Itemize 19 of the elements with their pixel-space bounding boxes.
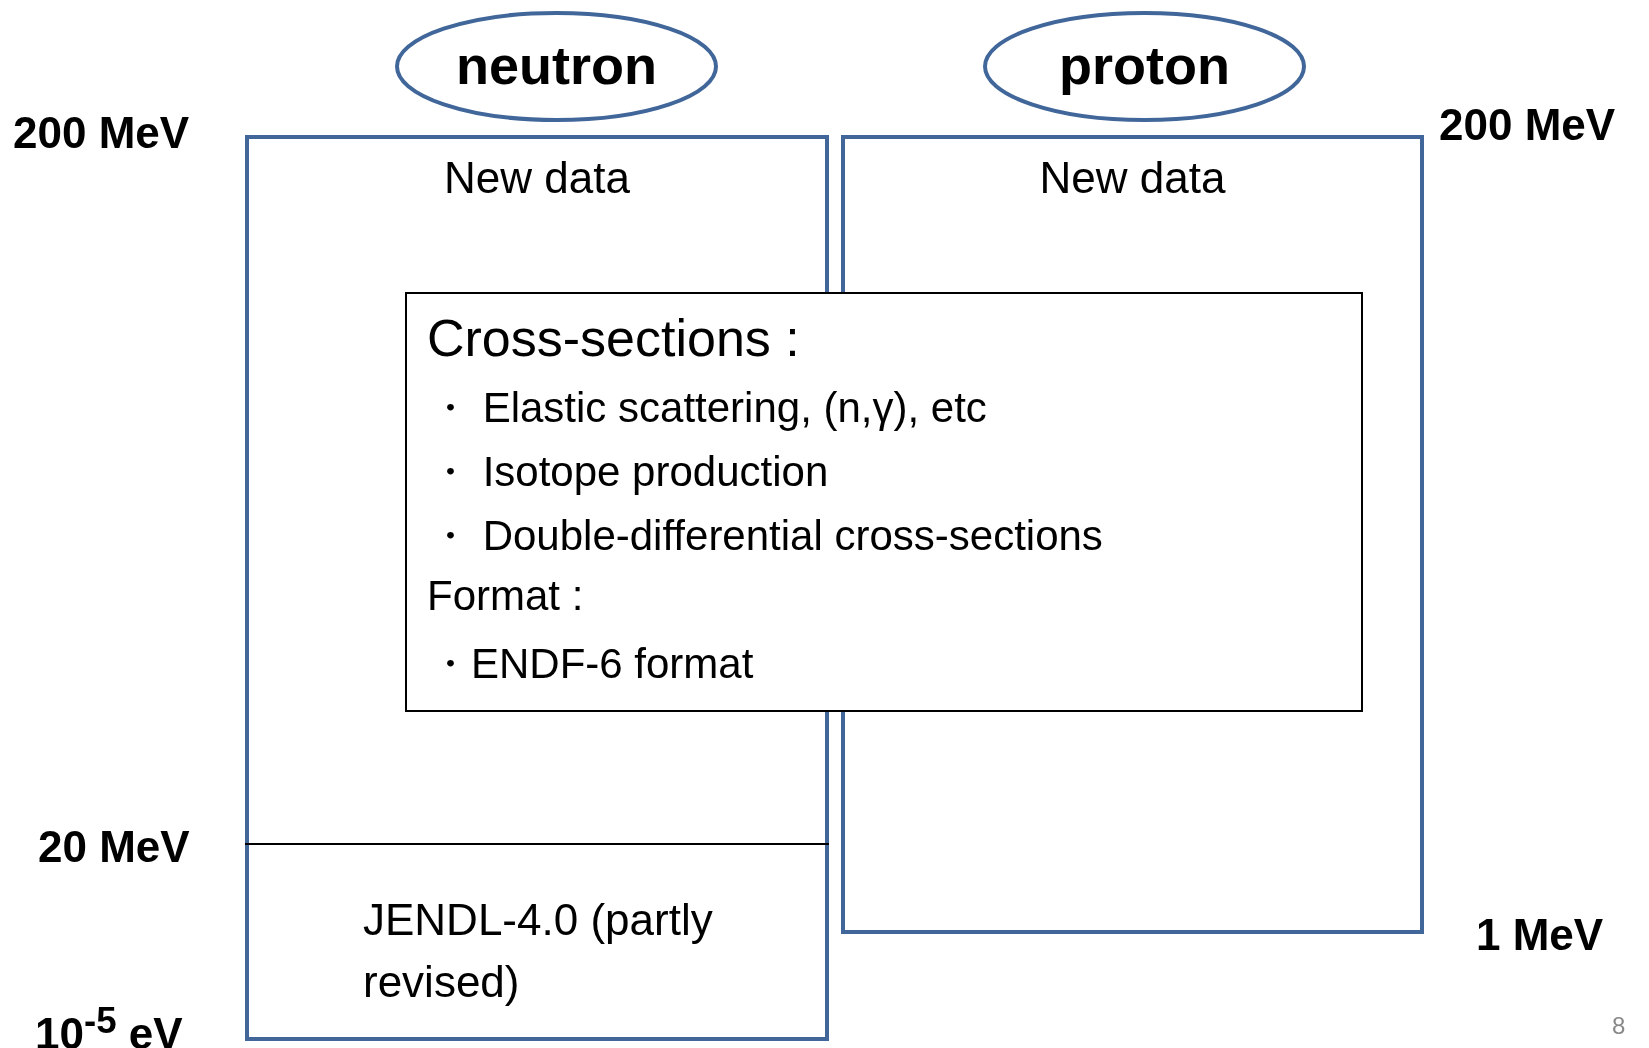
particle-label: proton (1058, 33, 1231, 96)
box-subheading: Format : (427, 572, 584, 620)
list-item: ・ Double-differential cross-sections (429, 511, 1103, 561)
list-item: ・ENDF-6 format (429, 639, 754, 689)
section-heading: New data (443, 153, 631, 203)
energy-label: 200 MeV (1439, 100, 1616, 150)
library-label: JENDL-4.0 (partly revised) (363, 894, 714, 1008)
info-box (405, 292, 1363, 712)
list-item: ・ Elastic scattering, (n,γ), etc (429, 383, 987, 433)
label-ellipse (983, 11, 1306, 122)
energy-label: 200 MeV (13, 108, 190, 158)
box-heading: Cross-sections : (427, 308, 800, 368)
page-number: 8 (1612, 1012, 1626, 1040)
energy-label: 20 MeV (38, 822, 190, 872)
section-heading: New data (1038, 153, 1227, 203)
list-item: ・ Isotope production (429, 447, 829, 497)
particle-label: neutron (455, 33, 658, 96)
energy-label: 1 MeV (1476, 910, 1604, 960)
label-ellipse (395, 11, 718, 122)
